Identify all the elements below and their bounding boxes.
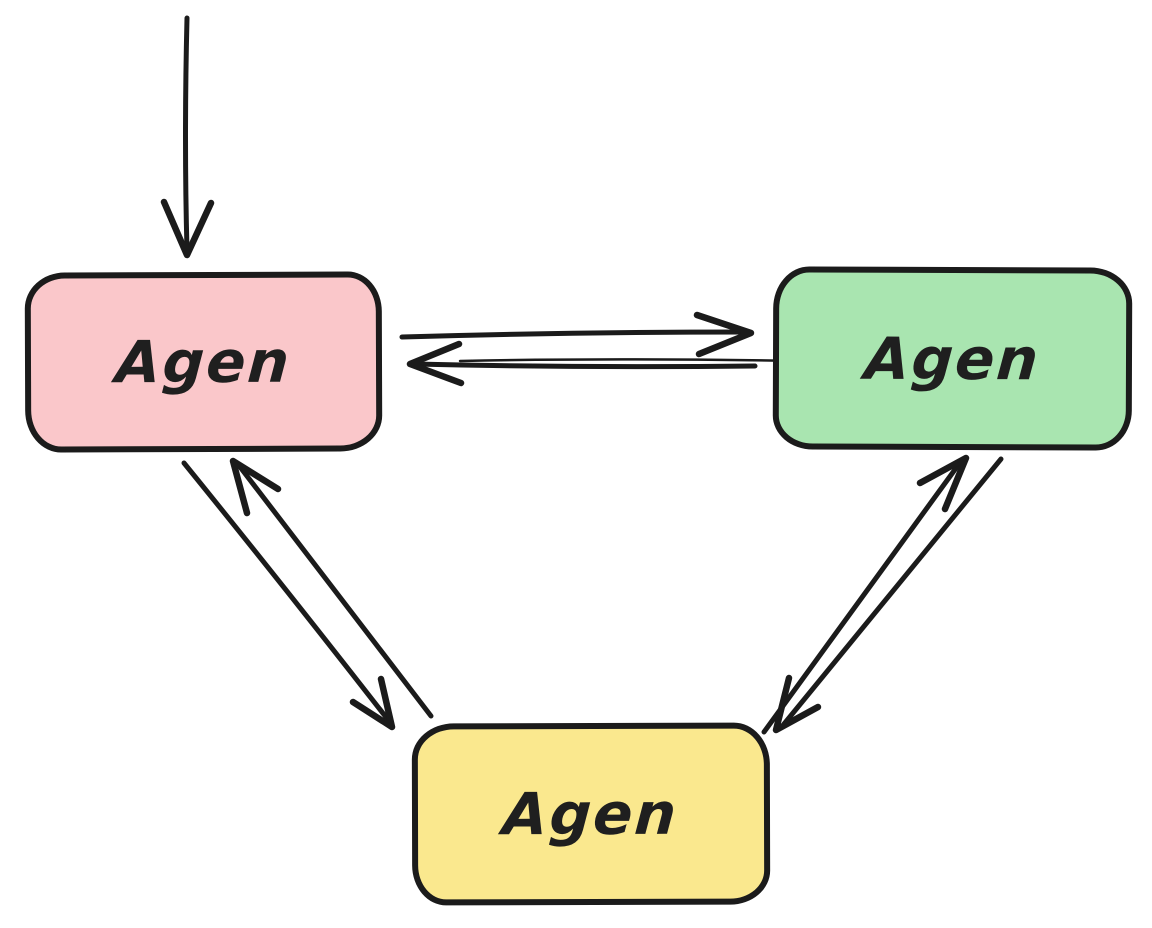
- node-agent-green: Agen: [772, 266, 1133, 451]
- node-agent-yellow: Agen: [411, 722, 771, 906]
- arrowhead-down-icon: [160, 198, 215, 259]
- arrow-pink-to-green: [399, 311, 755, 358]
- arrow-pink-to-yellow: [181, 460, 396, 731]
- arrowhead-left-icon: [406, 340, 465, 387]
- node-agent-yellow-label: Agen: [501, 779, 681, 849]
- arrow-shaft: [399, 329, 749, 340]
- arrow-shaft: [411, 361, 758, 370]
- arrowhead-down-right-icon: [349, 675, 396, 731]
- arrowhead-right-icon: [693, 311, 755, 358]
- arrow-yellow-to-green: [761, 454, 970, 735]
- arrow-green-to-yellow: [772, 456, 1004, 734]
- arrow-shaft: [181, 460, 392, 724]
- arrowhead-up-right-icon: [916, 454, 970, 513]
- arrow-shaft: [183, 15, 190, 253]
- node-agent-pink-label: Agen: [113, 327, 294, 397]
- arrowhead-up-left-icon: [229, 457, 282, 517]
- arrow-entry-to-pink: [160, 15, 215, 259]
- node-agent-pink: Agen: [24, 271, 383, 453]
- arrow-shaft: [234, 460, 434, 719]
- node-agent-green-label: Agen: [862, 324, 1043, 393]
- arrow-shaft: [761, 461, 962, 735]
- arrow-shaft: [781, 456, 1004, 727]
- arrow-yellow-to-pink: [229, 457, 434, 719]
- arrowhead-down-left-icon: [772, 674, 822, 734]
